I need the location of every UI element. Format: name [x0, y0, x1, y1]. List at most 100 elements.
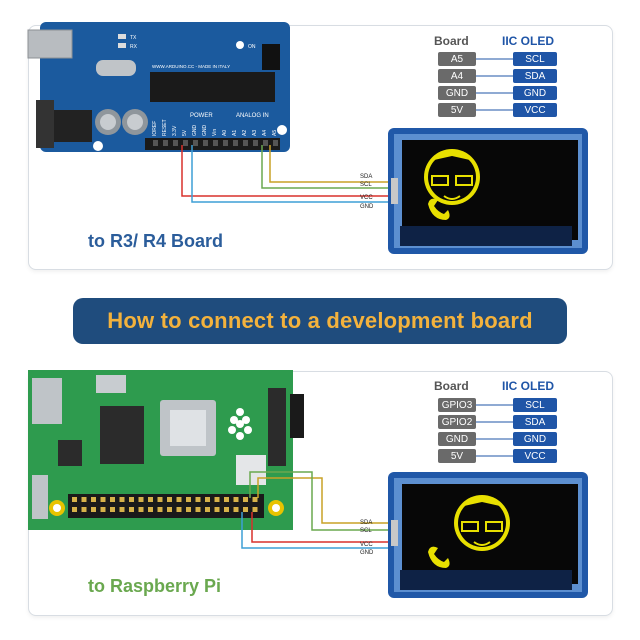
bottom-table-board-header: Board: [434, 379, 469, 393]
arduino-header-pin: [213, 140, 218, 146]
board-pin-label: GND: [438, 432, 476, 446]
arduino-header-pin: [243, 140, 248, 146]
gpio-pin: [100, 507, 106, 512]
oled-pin-label: VCC: [513, 449, 557, 463]
gpio-pin: [214, 497, 220, 502]
wire-label-scl: SCL: [360, 182, 372, 188]
oled-pin-label: GND: [513, 432, 557, 446]
arduino-pin-label: GND: [202, 125, 208, 137]
top-table-board-header: Board: [434, 34, 469, 48]
gpio-pin: [176, 507, 182, 512]
arduino-pin-label: A4: [262, 130, 268, 136]
rpi-diagram: SDA SCL VCC GND: [28, 370, 588, 598]
arduino-header-pin: [263, 140, 268, 146]
arduino-header-pin: [153, 140, 158, 146]
gpio-pin: [81, 507, 87, 512]
arduino-on-label: ON: [248, 44, 256, 50]
gpio-pin: [224, 507, 229, 512]
title-banner: How to connect to a development board: [73, 298, 567, 344]
wire-label-gnd: GND: [360, 550, 374, 556]
gpio-pin: [148, 497, 153, 502]
wire-label-sda: SDA: [360, 174, 372, 180]
arduino-header-pin: [203, 140, 208, 146]
gpio-pin: [205, 507, 210, 512]
gpio-pin: [243, 507, 248, 512]
arduino-header-pin: [183, 140, 188, 146]
gpio-pin: [157, 497, 163, 502]
board-pin-label: GPIO2: [438, 415, 476, 429]
gpio-pin: [129, 497, 134, 502]
arduino-pin-label: 5V: [182, 129, 188, 136]
board-pin-label: GND: [438, 86, 476, 100]
arduino-pin-label: RESET: [162, 119, 168, 136]
gpio-pin: [72, 507, 77, 512]
pin-connector-lines: [476, 58, 513, 111]
arduino-header-pin: [163, 140, 168, 146]
arduino-header-pin: [273, 140, 278, 146]
pin-connector-lines: [476, 404, 513, 457]
arduino-header-pin: [233, 140, 238, 146]
arduino-tx-label: TX: [130, 35, 137, 41]
board-pin-label: A4: [438, 69, 476, 83]
top-wires: [181, 145, 390, 203]
gpio-pin: [119, 497, 125, 502]
gpio-pin: [157, 507, 163, 512]
gpio-pin: [138, 507, 144, 512]
bottom-table-oled-header: IIC OLED: [502, 379, 555, 393]
gpio-pin: [252, 507, 258, 512]
arduino-analog-label: ANALOG IN: [236, 113, 269, 119]
arduino-url-label: WWW.ARDUINO.CC - MADE IN ITALY: [152, 64, 230, 69]
wire-sda: [269, 145, 390, 183]
arduino-header-pin: [173, 140, 178, 146]
arduino-pin-label: A3: [252, 130, 258, 136]
board-pin-label: 5V: [438, 103, 476, 117]
gpio-pin: [110, 497, 115, 502]
gpio-pin: [205, 497, 210, 502]
wire-label-scl: SCL: [360, 528, 372, 534]
arduino-board: [27, 22, 290, 152]
board-pin-label: 5V: [438, 449, 476, 463]
oled-pin-label: VCC: [513, 103, 557, 117]
gpio-pin: [138, 497, 144, 502]
top-table-oled-header: IIC OLED: [502, 34, 555, 48]
gpio-pin: [224, 497, 229, 502]
arduino-rx-label: RX: [130, 44, 138, 50]
gpio-pin: [195, 507, 201, 512]
wire-scl: [249, 471, 390, 531]
gpio-pin: [214, 507, 220, 512]
bottom-wires: [241, 471, 390, 549]
gpio-pin: [119, 507, 125, 512]
arduino-pin-label: A2: [242, 130, 248, 136]
bottom-caption: to Raspberry Pi: [88, 576, 222, 596]
oled-module: [388, 472, 588, 598]
wire-label-sda: SDA: [360, 520, 372, 526]
wire-label-gnd: GND: [360, 204, 374, 210]
banner-title: How to connect to a development board: [107, 308, 533, 333]
gpio-pin: [243, 497, 248, 502]
gpio-pin: [91, 507, 96, 512]
gpio-pin: [91, 497, 96, 502]
wire-label-vcc: VCC: [360, 542, 373, 548]
gpio-pin: [195, 497, 201, 502]
gpio-pin: [129, 507, 134, 512]
top-caption: to R3/ R4 Board: [88, 231, 224, 251]
wire-sda: [257, 477, 390, 524]
board-pin-label: GPIO3: [438, 398, 476, 412]
arduino-pin-label: A0: [222, 130, 228, 136]
arduino-pin-label: IOREF: [152, 121, 158, 136]
oled-pin-label: SDA: [513, 69, 557, 83]
gpio-pin: [100, 497, 106, 502]
oled-pin-label: SCL: [513, 398, 557, 412]
oled-pin-label: SDA: [513, 415, 557, 429]
gpio-pin: [186, 497, 191, 502]
gpio-pin: [186, 507, 191, 512]
arduino-header-pin: [223, 140, 228, 146]
board-pin-label: A5: [438, 52, 476, 66]
wire-scl: [261, 145, 390, 189]
wire-gnd: [191, 145, 390, 203]
gpio-pin: [233, 507, 239, 512]
wire-vcc: [251, 512, 390, 543]
gpio-pin: [233, 497, 239, 502]
arduino-pin-label: GND: [192, 125, 198, 137]
gpio-pin: [167, 507, 172, 512]
